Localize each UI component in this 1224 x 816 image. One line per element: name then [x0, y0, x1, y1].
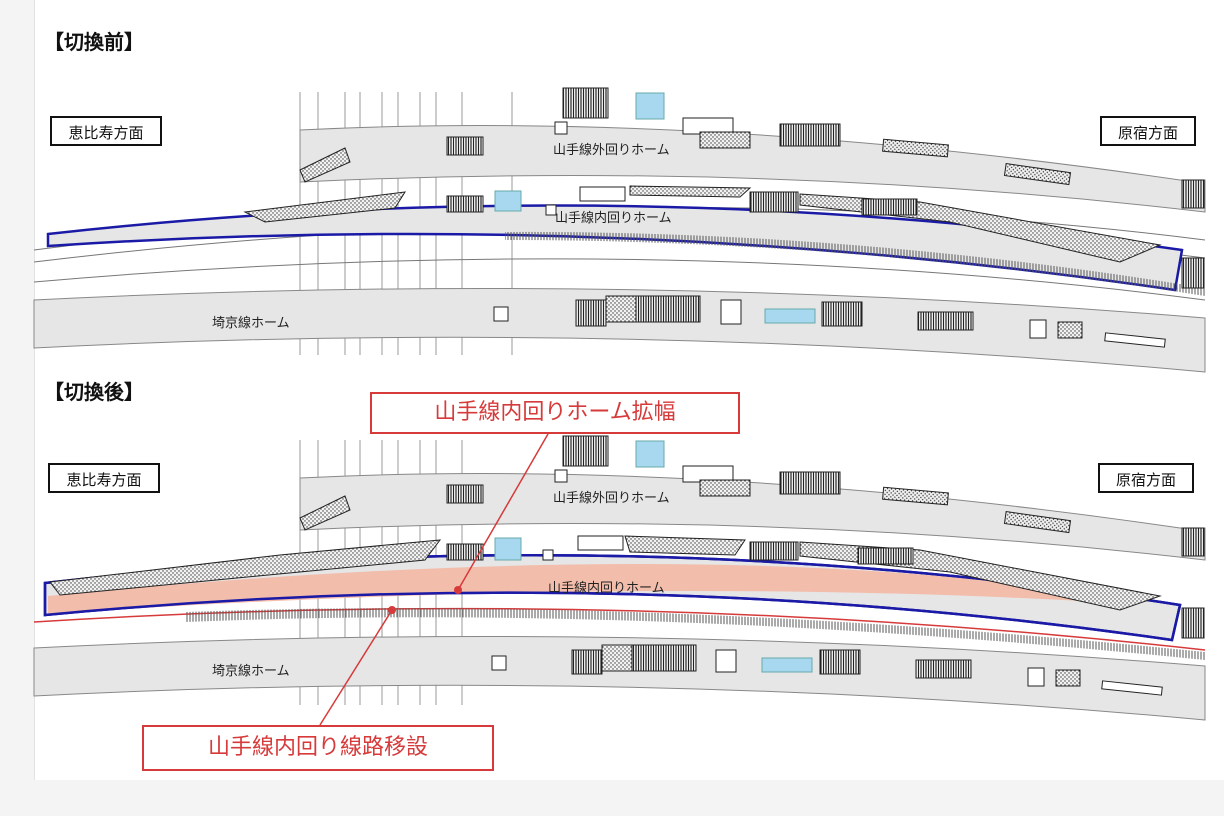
after-structure [635, 440, 665, 468]
after-saikyo-platform [33, 635, 1206, 721]
after-outer-platform [299, 473, 1206, 561]
before-structure [494, 190, 522, 212]
after-structure [761, 657, 813, 673]
before-dir-left: 恵比寿方面 [50, 116, 162, 146]
before-structure [779, 123, 841, 147]
after-structure [562, 435, 609, 467]
before-structure [562, 87, 609, 119]
before-structure [764, 308, 816, 324]
before-structure [1181, 257, 1205, 289]
before-structure [917, 311, 974, 331]
relocate-callout: 山手線内回り線路移設 [142, 725, 494, 771]
before-title: 【切換前】 [44, 30, 144, 54]
after-structure [1101, 680, 1163, 696]
after-structure [554, 469, 568, 483]
after-inner-dotted [624, 535, 746, 556]
before-structure [1003, 163, 1072, 186]
after-structure [699, 479, 751, 497]
before-inner-platform-label: 山手線内回りホーム [555, 210, 672, 226]
before-saikyo-platform-label: 埼京線ホーム [212, 315, 290, 331]
after-inner-platform-label: 山手線内回りホーム [548, 580, 665, 596]
before-structure [699, 131, 751, 149]
relocate-leader-line [319, 609, 393, 726]
before-structure [1029, 319, 1047, 339]
before-structure [605, 295, 637, 323]
after-dir-left: 恵比寿方面 [48, 463, 160, 493]
after-structure [1055, 669, 1081, 687]
after-structure [715, 649, 737, 673]
after-structure [1003, 511, 1072, 534]
after-saikyo-platform-label: 埼京線ホーム [212, 663, 290, 679]
before-outer-platform-label: 山手線外回りホーム [553, 142, 670, 158]
after-structure [446, 543, 484, 561]
after-diagram: 山手線外回りホーム 山手線内回りホーム 埼京線ホーム [33, 433, 1206, 726]
after-structure [601, 644, 633, 672]
after-structure [299, 495, 351, 531]
after-structure [494, 537, 522, 561]
after-track-ties [185, 608, 1205, 660]
after-dir-right: 原宿方面 [1098, 463, 1194, 493]
relocate-leader-dot [388, 606, 396, 614]
before-structure [1057, 321, 1083, 339]
before-structure [446, 136, 484, 156]
after-structure [915, 659, 972, 679]
before-structure [635, 295, 701, 323]
after-structure [882, 486, 949, 506]
after-structure [571, 649, 603, 675]
before-saikyo-platform [33, 287, 1206, 373]
before-structure [1181, 179, 1205, 209]
before-diagram: 山手線外回りホーム 山手線内回りホーム 埼京線ホーム [33, 87, 1206, 373]
before-structure [299, 147, 351, 183]
after-structure [446, 484, 484, 504]
left-margin [0, 0, 35, 816]
before-track-line [33, 258, 1206, 301]
after-structure [491, 655, 507, 671]
before-structure [720, 299, 742, 325]
after-structure [779, 471, 841, 495]
after-widened-area [48, 564, 1100, 614]
before-outer-platform [299, 125, 1206, 213]
after-structure [577, 535, 624, 551]
after-structure [631, 644, 697, 672]
widen-leader-dot [454, 586, 462, 594]
after-structure [1181, 607, 1205, 639]
after-structure [749, 541, 799, 561]
before-structure [635, 92, 665, 120]
before-track-ties [505, 231, 1205, 296]
after-outer-platform-label: 山手線外回りホーム [553, 490, 670, 506]
before-structure [575, 299, 607, 327]
before-structure [749, 191, 799, 213]
before-structure [1104, 332, 1166, 348]
widen-leader-line [457, 433, 549, 591]
before-structure [545, 204, 557, 216]
before-structure [579, 186, 626, 202]
after-structure [1181, 527, 1205, 557]
bottom-margin [0, 780, 1224, 816]
before-dir-right: 原宿方面 [1100, 116, 1196, 146]
after-inner-dotted [49, 539, 442, 596]
before-structure [861, 198, 918, 216]
after-structure [1027, 667, 1045, 687]
before-inner-dotted [629, 185, 752, 198]
before-structure [446, 195, 484, 213]
widen-callout: 山手線内回りホーム拡幅 [370, 392, 740, 434]
before-structure [554, 121, 568, 135]
before-inner-dotted [243, 191, 406, 223]
before-structure [493, 306, 509, 322]
after-structure [542, 549, 554, 561]
after-structure [857, 547, 914, 565]
after-title: 【切換後】 [44, 380, 144, 404]
after-structure [819, 649, 861, 675]
before-structure [882, 138, 949, 158]
before-structure [821, 301, 863, 327]
